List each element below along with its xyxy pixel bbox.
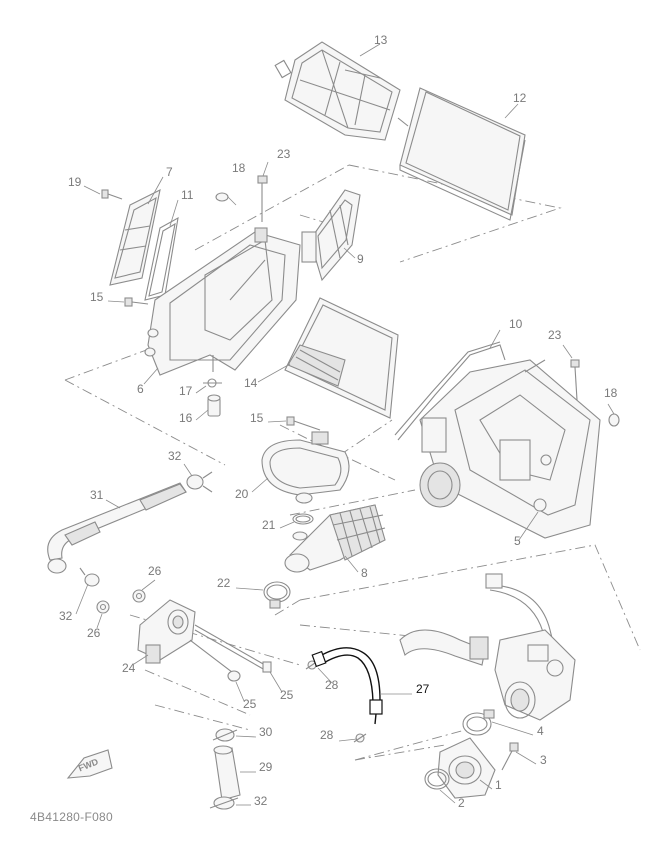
part-label-p15a: 15 bbox=[90, 290, 104, 304]
part-label-p32a: 32 bbox=[168, 449, 182, 463]
part-label-p2: 2 bbox=[458, 796, 465, 810]
part-14-element bbox=[284, 297, 399, 419]
part-17-clip bbox=[203, 378, 222, 388]
part-label-p11: 11 bbox=[181, 188, 194, 202]
part-label-p28a: 28 bbox=[325, 678, 339, 692]
fwd-arrow-icon bbox=[66, 749, 113, 779]
part-label-p15b: 15 bbox=[250, 411, 264, 425]
part-8-intake-joint bbox=[284, 504, 386, 573]
part-label-p32b: 32 bbox=[59, 609, 73, 623]
part-label-p16: 16 bbox=[179, 411, 193, 425]
part-label-p20: 20 bbox=[235, 487, 249, 501]
part-label-p1: 1 bbox=[495, 778, 502, 792]
part-31-breather-hose bbox=[47, 482, 187, 574]
part-25-bolt-a bbox=[194, 624, 272, 673]
part-16-drain-plug bbox=[207, 394, 221, 417]
part-label-p30: 30 bbox=[259, 725, 273, 739]
part-15-bolt-left bbox=[124, 297, 149, 307]
part-32-clamp-top bbox=[186, 471, 213, 493]
part-label-p14: 14 bbox=[244, 376, 258, 390]
part-label-p12: 12 bbox=[513, 91, 527, 105]
part-label-p5: 5 bbox=[514, 534, 521, 548]
part-label-p26b: 26 bbox=[87, 626, 101, 640]
part-18-grommet-right bbox=[608, 413, 620, 427]
part-10-wire-seal bbox=[394, 341, 506, 441]
part-label-p19: 19 bbox=[68, 175, 82, 189]
part-label-p9: 9 bbox=[357, 252, 364, 266]
part-1-joint bbox=[437, 737, 496, 799]
part-22-clamp bbox=[263, 581, 291, 609]
part-label-p29: 29 bbox=[259, 760, 273, 774]
part-label-p24: 24 bbox=[122, 661, 136, 675]
part-27-hose-highlighted bbox=[311, 647, 383, 725]
part-label-p7: 7 bbox=[166, 165, 173, 179]
part-2-o-ring bbox=[424, 768, 450, 790]
part-label-p6: 6 bbox=[137, 382, 144, 396]
part-label-p8: 8 bbox=[361, 566, 368, 580]
part-23-bolt-top bbox=[257, 175, 268, 222]
part-label-p22: 22 bbox=[217, 576, 231, 590]
part-label-p17: 17 bbox=[179, 384, 193, 398]
part-label-p4: 4 bbox=[537, 724, 544, 738]
part-26-grommet-a bbox=[132, 589, 146, 603]
part-12-element-pad bbox=[399, 87, 526, 221]
part-13-element-frame bbox=[274, 41, 409, 141]
part-label-p23b: 23 bbox=[548, 328, 562, 342]
part-label-p18a: 18 bbox=[232, 161, 246, 175]
part-label-p10: 10 bbox=[509, 317, 523, 331]
part-19-screw bbox=[101, 189, 123, 200]
part-18-grommet-top bbox=[215, 192, 237, 206]
part-29-hose bbox=[213, 745, 241, 801]
part-label-p25b: 25 bbox=[243, 697, 257, 711]
part-4-clamp bbox=[462, 709, 495, 736]
part-25-bolt-b bbox=[189, 639, 241, 682]
part-5-air-box bbox=[419, 359, 601, 539]
part-9-duct bbox=[301, 189, 361, 282]
part-label-p28b: 28 bbox=[320, 728, 334, 742]
part-26-grommet-b bbox=[96, 600, 110, 614]
part-20-cover bbox=[261, 431, 350, 504]
part-label-p23a: 23 bbox=[277, 147, 291, 161]
part-label-p21: 21 bbox=[262, 518, 276, 532]
part-label-p26a: 26 bbox=[148, 564, 162, 578]
part-23-bolt-right bbox=[570, 359, 580, 401]
part-30-clamp bbox=[212, 728, 238, 742]
part-6-air-box-case bbox=[144, 227, 301, 376]
throttle-body bbox=[399, 573, 576, 721]
part-15-bolt-center bbox=[286, 416, 321, 431]
part-32-clamp-left bbox=[79, 567, 100, 587]
part-21-o-ring bbox=[292, 513, 314, 541]
part-label-p13: 13 bbox=[374, 33, 388, 47]
part-label-p31: 31 bbox=[90, 488, 104, 502]
diagram-code: 4B41280-F080 bbox=[30, 810, 113, 824]
part-28-clip-bottom bbox=[353, 733, 367, 743]
part-label-p3: 3 bbox=[540, 753, 547, 767]
part-32-clamp-bottom bbox=[209, 796, 239, 810]
part-label-p32c: 32 bbox=[254, 794, 268, 808]
leader-lines bbox=[75, 43, 615, 806]
part-3-screw bbox=[501, 742, 519, 771]
part-label-p25a: 25 bbox=[280, 688, 294, 702]
part-7-cover bbox=[109, 189, 161, 286]
part-label-p27: 27 bbox=[416, 682, 430, 696]
part-24-joint bbox=[137, 599, 196, 664]
part-label-p18b: 18 bbox=[604, 386, 618, 400]
boundary-lines bbox=[64, 164, 641, 761]
